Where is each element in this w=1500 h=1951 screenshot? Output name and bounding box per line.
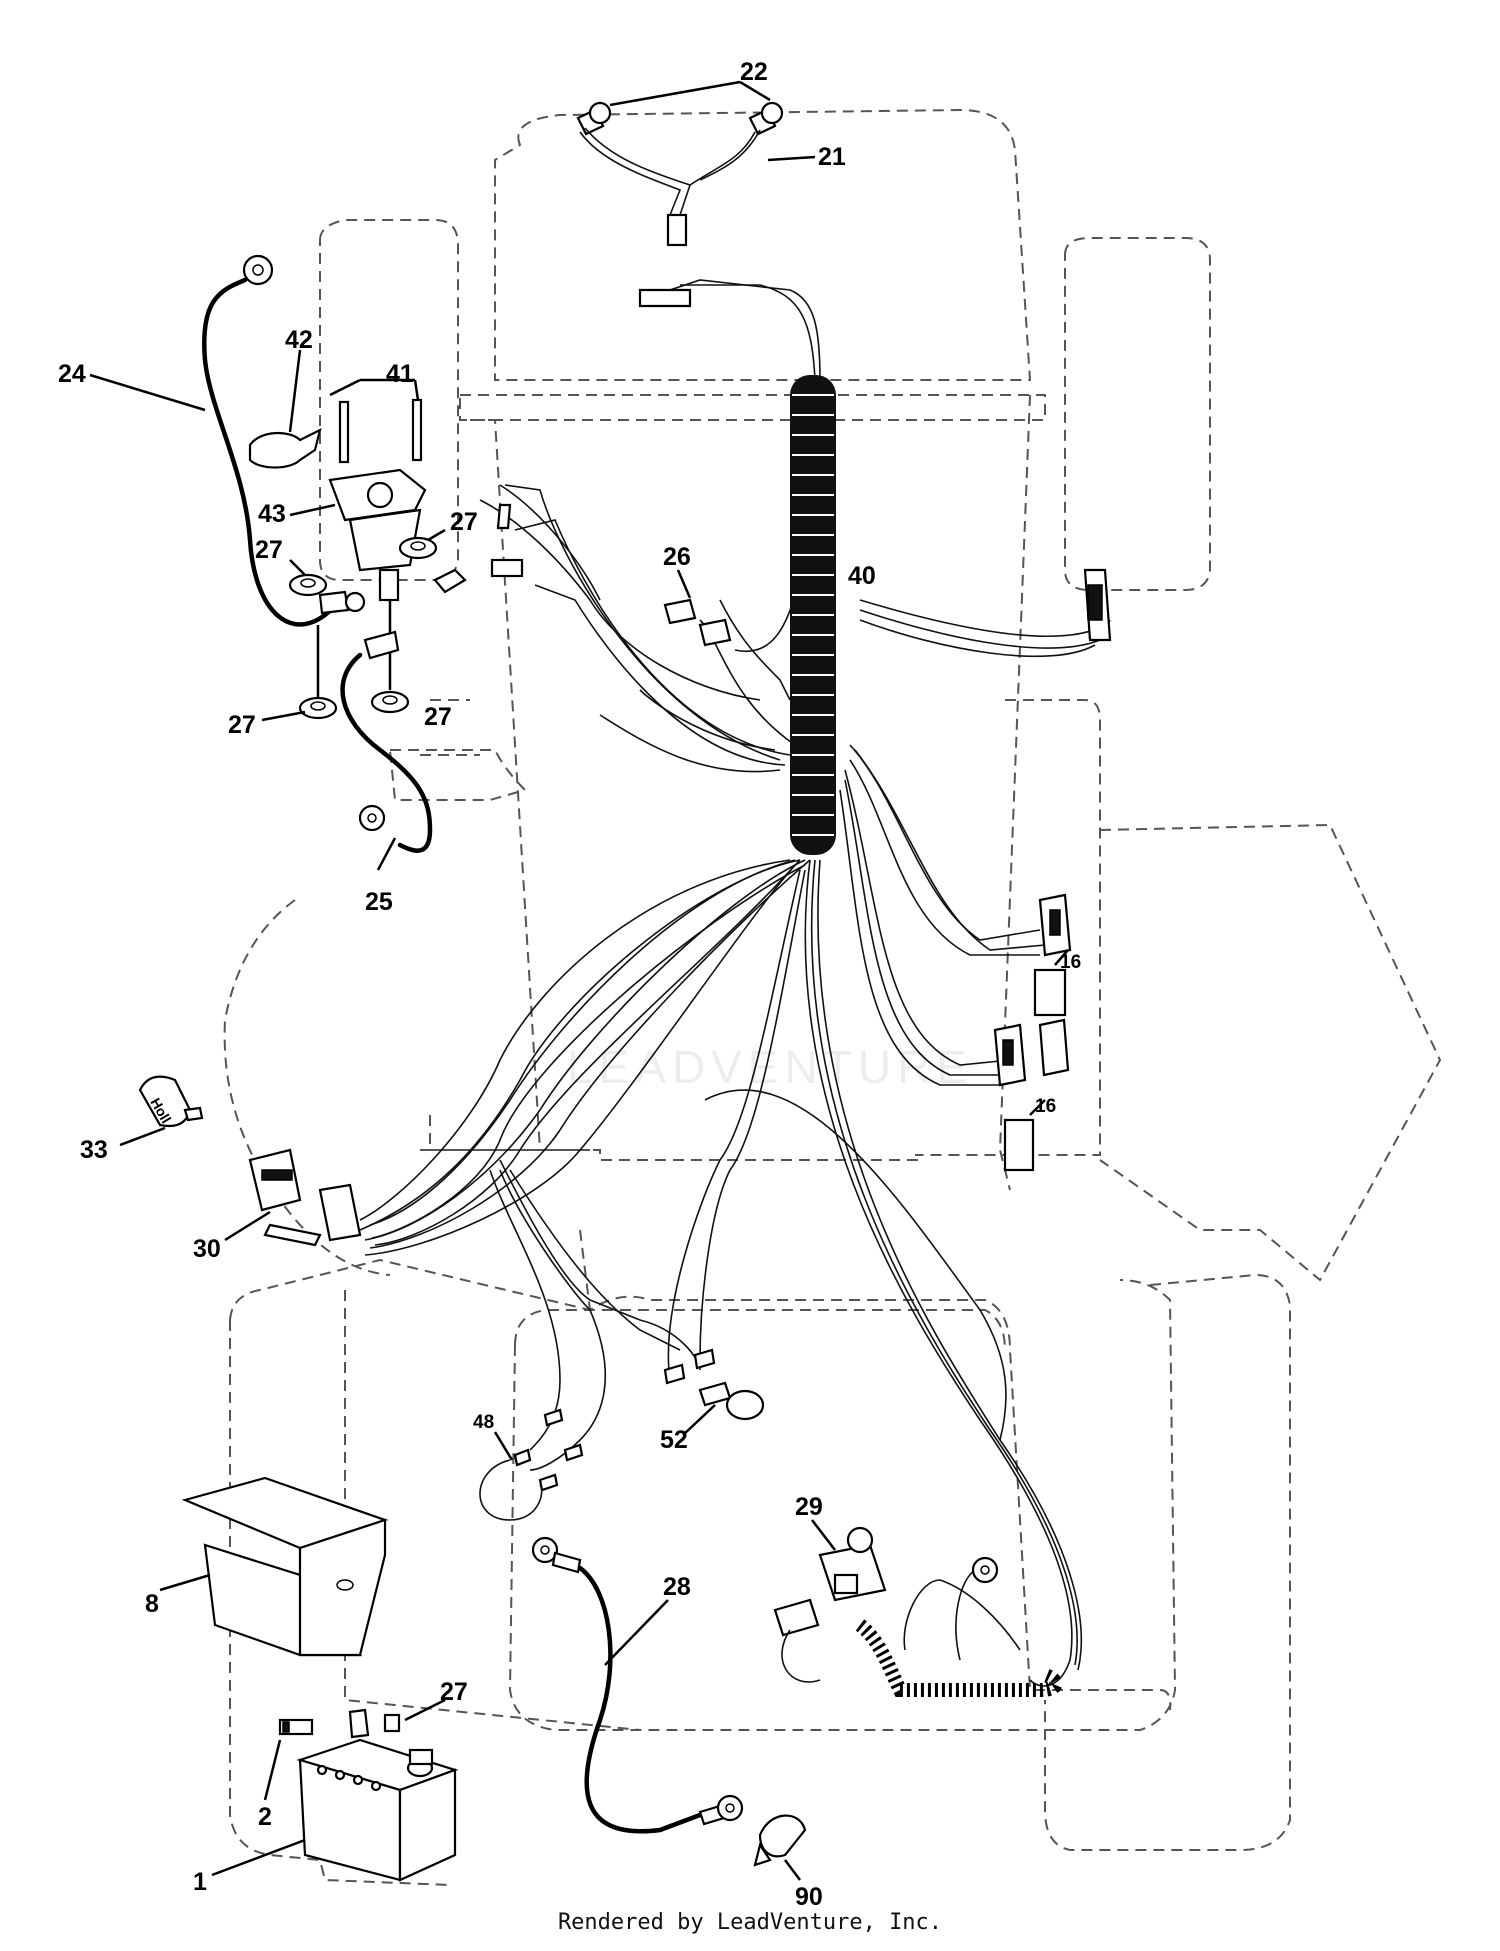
- plug-16-lower: [993, 1023, 1035, 1172]
- connector-front: [638, 288, 692, 308]
- callout-27-battery: 27: [440, 1678, 468, 1706]
- ignition-switch-30: [224, 1148, 362, 1247]
- callout-43: 43: [258, 500, 286, 528]
- callout-27-upper-right: 27: [450, 508, 478, 536]
- switch-29: [773, 1519, 1063, 1697]
- callout-90: 90: [795, 1883, 823, 1911]
- footer-credit: Rendered by LeadVenture, Inc.: [557, 1910, 943, 1935]
- callout-41: 41: [386, 360, 414, 388]
- callout-30: 30: [193, 1235, 221, 1263]
- harness-loom-40: [790, 375, 836, 855]
- callout-1: 1: [193, 1868, 207, 1896]
- callout-40: 40: [848, 562, 876, 590]
- battery-1: [211, 1738, 459, 1882]
- harness-wires: [359, 279, 1111, 1687]
- terminal-boot-90: [753, 1814, 807, 1881]
- tractor-outline: [223, 108, 1442, 1886]
- lamp-48: [479, 1408, 584, 1521]
- callout-16-upper: 16: [1060, 952, 1081, 973]
- nut-27-lower-right: [370, 600, 410, 714]
- ground-cable-25: [340, 503, 524, 871]
- solenoid-43: [289, 378, 427, 602]
- watermark: LEADVENTURE: [567, 1041, 973, 1093]
- callout-24: 24: [58, 360, 86, 388]
- callout-labels: 22 21 42 24 41 43 27 27 27 27 26 40 25 1…: [58, 58, 1081, 1911]
- battery-nut-27: [383, 1698, 446, 1733]
- callout-21: 21: [818, 143, 846, 171]
- callout-42: 42: [285, 326, 313, 354]
- callout-25: 25: [365, 888, 393, 916]
- callout-33: 33: [80, 1136, 108, 1164]
- connector-26: [663, 569, 732, 647]
- battery-cable-28: [531, 1536, 744, 1834]
- callout-27-upper-left: 27: [255, 536, 283, 564]
- plug-16-upper: [1033, 893, 1072, 1077]
- callout-28: 28: [663, 1573, 691, 1601]
- nut-27-lower-left: [261, 625, 338, 722]
- callout-22: 22: [740, 58, 768, 86]
- nut-27-upper-right: [398, 528, 446, 560]
- switch-52: [663, 1348, 765, 1436]
- callout-27-lower-left: 27: [228, 711, 256, 739]
- headlight-sockets-22: [576, 80, 784, 136]
- callout-2: 2: [258, 1803, 272, 1831]
- headlight-harness-21: [579, 127, 816, 247]
- nut-27-upper-left: [288, 559, 328, 597]
- battery-bolt-2: [263, 1708, 370, 1801]
- pto-connector: [1083, 568, 1112, 642]
- callout-8: 8: [145, 1590, 159, 1618]
- battery-cable-24: [89, 254, 366, 627]
- callout-26: 26: [663, 543, 691, 571]
- callout-29: 29: [795, 1493, 823, 1521]
- callout-16-lower: 16: [1035, 1096, 1056, 1117]
- callout-52: 52: [660, 1426, 688, 1454]
- terminal-boot-42: [248, 349, 322, 469]
- ignition-key-33: [119, 1075, 204, 1147]
- callout-27-lower-right: 27: [424, 703, 452, 731]
- battery-tray-8: [159, 1476, 389, 1657]
- callout-48: 48: [473, 1412, 494, 1433]
